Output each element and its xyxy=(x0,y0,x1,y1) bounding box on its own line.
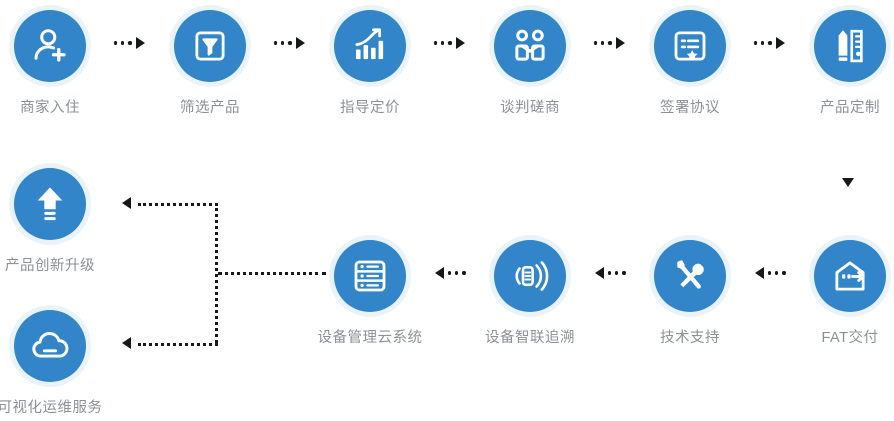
arrow-dot xyxy=(448,41,452,45)
chevron-left-icon xyxy=(755,267,764,279)
node-circle[interactable] xyxy=(14,168,86,240)
warehouse-out-icon xyxy=(835,261,865,291)
arrow-dot xyxy=(433,41,438,45)
node-label: 产品定制 xyxy=(820,100,880,116)
node-label: 签署协议 xyxy=(660,100,720,116)
two-people-icon xyxy=(515,29,545,61)
node-label: 指导定价 xyxy=(340,100,400,116)
node-circle[interactable] xyxy=(494,240,566,312)
chevron-right-icon xyxy=(615,37,625,49)
node-guidance-pricing[interactable]: 指导定价 xyxy=(315,10,425,117)
arrow-dot xyxy=(128,41,132,45)
node-circle[interactable] xyxy=(14,10,86,82)
document-star-icon xyxy=(674,31,706,61)
node-label: 筛选产品 xyxy=(180,100,240,116)
chevron-down-icon xyxy=(842,178,854,188)
user-add-icon xyxy=(34,29,66,62)
connector-arrow-c5 xyxy=(752,36,785,50)
upload-arrow-icon xyxy=(37,187,63,221)
cloud-icon xyxy=(32,332,69,358)
node-label: 产品创新升级 xyxy=(5,258,95,274)
arrow-dot xyxy=(601,41,605,45)
chevron-left-icon xyxy=(122,197,131,209)
chevron-right-icon xyxy=(775,37,785,49)
node-circle[interactable] xyxy=(334,10,406,82)
arrow-dot xyxy=(615,271,619,275)
node-fat-delivery[interactable]: FAT交付 xyxy=(795,240,894,347)
arrow-dot xyxy=(281,41,285,45)
connector-arrow-c2 xyxy=(272,36,305,50)
pencil-ruler-icon xyxy=(838,29,863,63)
node-device-iot-tracing[interactable]: 设备智联追溯 xyxy=(475,240,585,347)
node-label: 商家入住 xyxy=(20,100,80,116)
arrow-dot xyxy=(441,41,445,45)
node-label: 设备管理云系统 xyxy=(317,330,423,346)
node-circle[interactable] xyxy=(654,10,726,82)
filter-icon xyxy=(195,31,225,61)
connector-arrow-c7 xyxy=(755,266,788,280)
arrow-dot xyxy=(447,271,452,275)
node-product-customization[interactable]: 产品定制 xyxy=(795,10,894,117)
bar-chart-trend-icon xyxy=(355,28,384,60)
node-product-innovation[interactable]: 产品创新升级 xyxy=(0,168,105,275)
arrow-dot xyxy=(761,41,765,45)
node-circle[interactable] xyxy=(494,10,566,82)
arrow-dot xyxy=(273,41,278,45)
node-merchant-onboarding[interactable]: 商家入住 xyxy=(0,10,105,117)
connector-arrow-c8 xyxy=(595,266,628,280)
node-circle[interactable] xyxy=(814,10,886,82)
connector-arrow-c4 xyxy=(592,36,625,50)
connector-line-branch-spine xyxy=(215,203,218,343)
connector-line-c10 xyxy=(138,203,218,206)
connector-arrow-c3 xyxy=(432,36,465,50)
connector-arrow-c6 xyxy=(842,165,854,188)
node-circle[interactable] xyxy=(334,240,406,312)
chevron-left-icon xyxy=(595,267,604,279)
node-label: 谈判磋商 xyxy=(500,100,560,116)
node-sign-agreement[interactable]: 签署协议 xyxy=(635,10,745,117)
chevron-right-icon xyxy=(295,37,305,49)
node-product-screening[interactable]: 筛选产品 xyxy=(155,10,265,117)
chevron-right-icon xyxy=(135,37,145,49)
arrow-dot xyxy=(768,41,772,45)
connector-line-branch-stub xyxy=(218,272,326,275)
arrow-dot xyxy=(455,271,459,275)
tools-icon xyxy=(677,260,704,289)
chevron-left-icon xyxy=(435,267,444,279)
arrow-dot xyxy=(121,41,125,45)
arrow-dot xyxy=(608,41,612,45)
arrow-dot xyxy=(607,271,612,275)
node-circle[interactable] xyxy=(174,10,246,82)
connector-arrow-c10 xyxy=(122,196,133,210)
node-circle[interactable] xyxy=(814,240,886,312)
connector-arrow-c1 xyxy=(112,36,145,50)
arrow-dot xyxy=(767,271,772,275)
chevron-right-icon xyxy=(455,37,465,49)
node-circle[interactable] xyxy=(654,240,726,312)
node-technical-support[interactable]: 技术支持 xyxy=(635,240,745,347)
node-negotiation[interactable]: 谈判磋商 xyxy=(475,10,585,117)
arrow-dot xyxy=(462,271,466,275)
arrow-dot xyxy=(782,271,786,275)
chevron-left-icon xyxy=(122,337,131,349)
node-label: 设备智联追溯 xyxy=(485,330,575,346)
node-circle[interactable] xyxy=(14,310,86,382)
connector-arrow-c11 xyxy=(122,336,133,350)
arrow-dot xyxy=(775,271,779,275)
node-label: 可视化运维服务 xyxy=(0,400,103,416)
arrow-dot xyxy=(113,41,118,45)
connector-line-c11 xyxy=(138,343,218,346)
node-visual-ops-service[interactable]: 可视化运维服务 xyxy=(0,310,105,417)
node-label: FAT交付 xyxy=(821,330,879,346)
device-signal-icon xyxy=(515,261,549,291)
node-device-cloud-system[interactable]: 设备管理云系统 xyxy=(315,240,425,347)
arrow-dot xyxy=(593,41,598,45)
connector-arrow-c9 xyxy=(435,266,468,280)
server-list-icon xyxy=(354,260,386,292)
arrow-dot xyxy=(622,271,626,275)
arrow-dot xyxy=(288,41,292,45)
node-label: 技术支持 xyxy=(660,330,720,346)
arrow-dot xyxy=(753,41,758,45)
